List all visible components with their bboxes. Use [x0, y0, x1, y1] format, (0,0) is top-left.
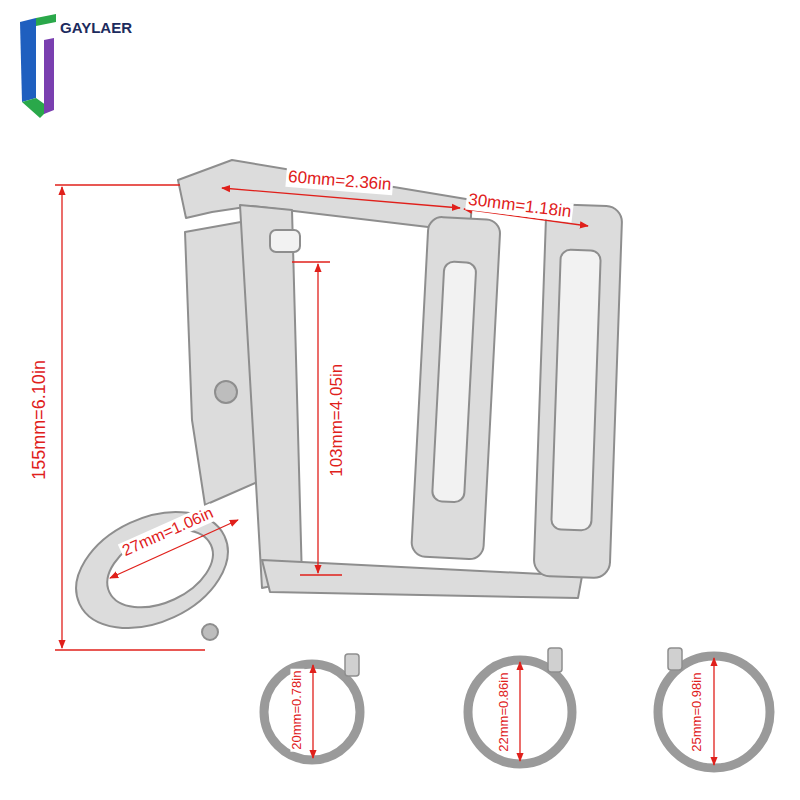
dimension-label: 22mm=0.86in: [498, 670, 512, 753]
dimension-label: 155mm=6.10in: [30, 358, 50, 482]
dimension-label: 103mm=4.05in: [328, 362, 347, 479]
dimension-line: [55, 185, 714, 765]
dimension-label: 25mm=0.98in: [691, 670, 705, 753]
clamp-ring: [264, 656, 770, 768]
cup-holder-sketch: [58, 160, 623, 651]
brand-name: GAYLAER: [58, 20, 134, 37]
ring-tab: [345, 648, 682, 676]
brand-logo: [20, 14, 56, 118]
dimension-label: 20mm=0.78in: [291, 668, 305, 751]
